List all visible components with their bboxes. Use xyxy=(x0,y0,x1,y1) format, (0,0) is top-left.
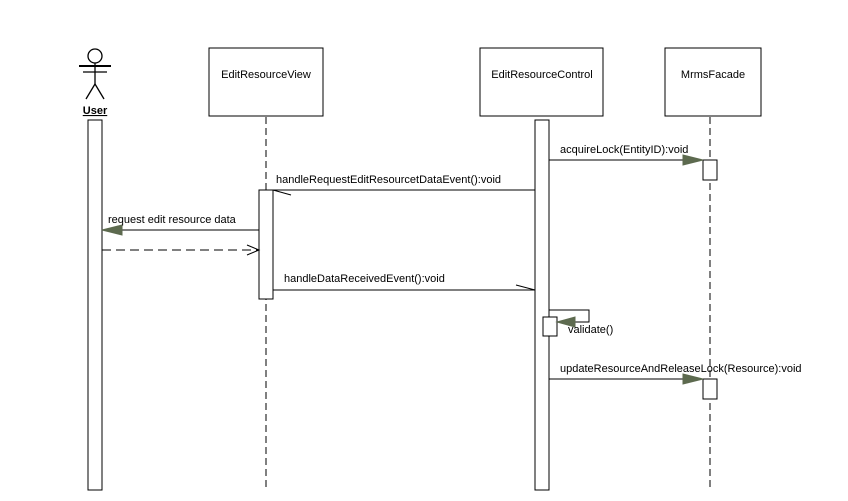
participant-label: EditResourceView xyxy=(221,69,311,81)
arrowhead-filled-icon xyxy=(682,373,704,385)
message-label: handleRequestEditResourcetDataEvent():vo… xyxy=(276,174,501,186)
participant-box xyxy=(664,47,762,117)
arrowhead-open-icon xyxy=(246,244,261,256)
actor-user[interactable]: User xyxy=(79,48,111,117)
participant-label: EditResourceControl xyxy=(491,69,593,81)
message-update-resource[interactable]: updateResourceAndReleaseLock(Resource):v… xyxy=(549,363,802,385)
user-activation-bar xyxy=(87,119,103,491)
participant-box xyxy=(479,47,604,117)
message-acquire-lock[interactable]: acquireLock(EntityID):void xyxy=(549,144,704,166)
participant-box xyxy=(208,47,324,117)
control-activation-bar xyxy=(534,119,550,491)
participant-mrms-facade[interactable]: MrmsFacade xyxy=(664,47,762,117)
actor-label: User xyxy=(83,105,108,117)
facade-activation-bar-1 xyxy=(702,159,718,181)
message-handle-data-received[interactable]: handleDataReceivedEvent():void xyxy=(273,273,536,291)
message-label: request edit resource data xyxy=(108,214,237,226)
view-activation-bar xyxy=(258,189,274,300)
participant-edit-resource-control[interactable]: EditResourceControl xyxy=(479,47,604,117)
message-label: handleDataReceivedEvent():void xyxy=(284,273,445,285)
participant-label: MrmsFacade xyxy=(681,69,745,81)
message-label: acquireLock(EntityID):void xyxy=(560,144,688,156)
facade-activation-bar-2 xyxy=(702,378,718,400)
message-return[interactable] xyxy=(102,244,261,256)
control-self-activation-bar xyxy=(542,316,558,337)
stick-figure-icon xyxy=(79,48,111,100)
message-validate[interactable]: validate() xyxy=(549,309,613,336)
participant-edit-resource-view[interactable]: EditResourceView xyxy=(208,47,324,117)
message-label: validate() xyxy=(568,324,613,336)
arrowhead-filled-icon xyxy=(682,154,704,166)
arrowhead-filled-icon xyxy=(555,316,576,328)
arrowhead-half-icon xyxy=(272,189,292,196)
message-handle-request-edit[interactable]: handleRequestEditResourcetDataEvent():vo… xyxy=(272,174,535,196)
message-request-edit-resource-data[interactable]: request edit resource data xyxy=(101,214,259,236)
arrowhead-filled-icon xyxy=(101,224,123,236)
arrowhead-half-icon xyxy=(515,284,536,291)
message-label: updateResourceAndReleaseLock(Resource):v… xyxy=(560,363,802,375)
